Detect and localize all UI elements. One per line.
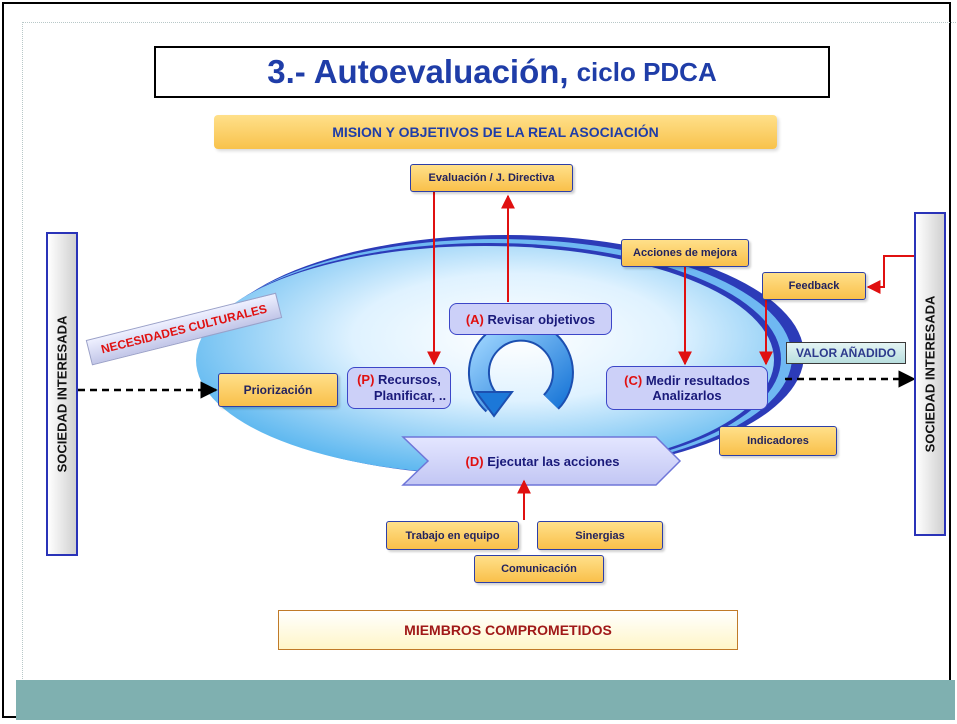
check-line2: Analizarlos — [652, 388, 722, 403]
act-letter: (A) — [465, 311, 484, 327]
plan-box: (P) Recursos, Planificar, .. — [347, 367, 451, 409]
slide-inner-frame — [22, 22, 957, 683]
indicadores-box: Indicadores — [719, 426, 837, 456]
plan-letter: (P) — [357, 372, 375, 387]
do-letter: (D) — [465, 453, 484, 469]
sociedad-right-box: SOCIEDAD INTERESADA — [914, 212, 946, 536]
footer-band — [16, 680, 955, 720]
acciones-mejora-box: Acciones de mejora — [621, 239, 749, 267]
miembros-comprometidos-banner: MIEMBROS COMPROMETIDOS — [278, 610, 738, 650]
do-arrow-shape — [401, 436, 682, 486]
feedback-box: Feedback — [762, 272, 866, 300]
sinergias-box: Sinergias — [537, 521, 663, 550]
sociedad-left-box: SOCIEDAD INTERESADA — [46, 232, 78, 556]
check-line1: Medir resultados — [645, 373, 750, 388]
slide-title: 3.- Autoevaluación, ciclo PDCA — [154, 46, 830, 98]
trabajo-equipo-box: Trabajo en equipo — [386, 521, 519, 550]
act-text: Revisar objetivos — [487, 311, 596, 327]
evaluacion-box: Evaluación / J. Directiva — [410, 164, 573, 192]
check-box: (C) Medir resultados Analizarlos — [606, 366, 768, 410]
arrow-sociedad-to-feedback — [866, 255, 914, 294]
title-sub: ciclo PDCA — [576, 56, 717, 87]
plan-line2: Planificar, .. — [373, 388, 447, 403]
sociedad-right-label: SOCIEDAD INTERESADA — [922, 295, 938, 453]
comunicacion-box: Comunicación — [474, 555, 604, 583]
sociedad-left-label: SOCIEDAD INTERESADA — [54, 315, 70, 473]
plan-line1: Recursos, — [378, 372, 441, 387]
mision-banner: MISION Y OBJETIVOS DE LA REAL ASOCIACIÓN — [214, 115, 777, 149]
priorizacion-box: Priorización — [218, 373, 338, 407]
check-letter: (C) — [624, 373, 643, 388]
title-main: 3.- Autoevaluación, — [267, 53, 569, 90]
valor-anadido-label: VALOR AÑADIDO — [786, 342, 906, 364]
act-box: (A) Revisar objetivos — [449, 303, 612, 335]
do-label: (D) Ejecutar las acciones — [430, 449, 655, 473]
do-text: Ejecutar las acciones — [487, 453, 620, 469]
